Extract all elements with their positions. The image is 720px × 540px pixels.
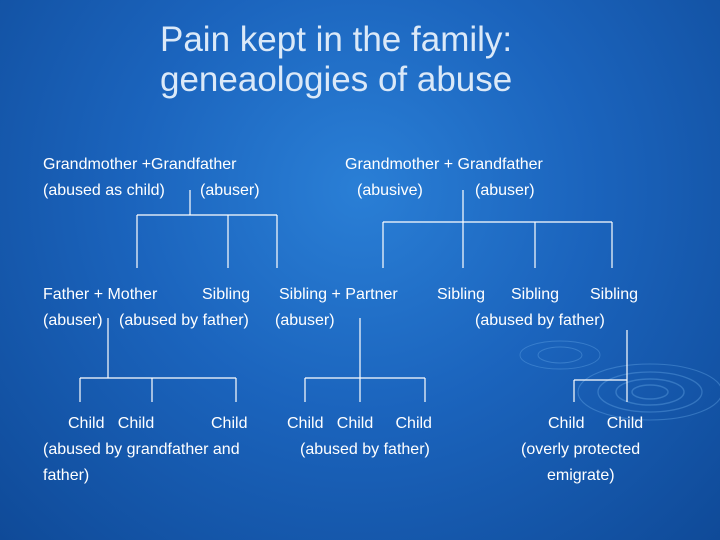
group1-note-line-1: (abused by grandfather and bbox=[43, 441, 240, 458]
slide-title: Pain kept in the family: geneaologies of… bbox=[160, 20, 680, 100]
group1-note-line-2: father) bbox=[43, 467, 90, 484]
sibling-a-role: (abused by father) bbox=[119, 312, 249, 329]
father-mother-names: Father + Mother bbox=[43, 286, 158, 303]
title-line-1: Pain kept in the family: bbox=[160, 20, 513, 59]
left-grandfather-role: (abuser) bbox=[200, 182, 260, 199]
right-grandfather-role: (abuser) bbox=[475, 182, 535, 199]
sibling-b-name: Sibling bbox=[437, 286, 486, 303]
group1-child-3-name: Child bbox=[211, 415, 248, 432]
sibling-a-name: Sibling bbox=[202, 286, 251, 303]
sibling-partner-role: (abuser) bbox=[275, 312, 335, 329]
group3-children-names: Child Child bbox=[548, 415, 644, 432]
group2-children-names: Child Child Child bbox=[287, 415, 432, 432]
group2-note: (abused by father) bbox=[300, 441, 430, 458]
right-grandparents-names: Grandmother + Grandfather bbox=[345, 156, 543, 173]
left-grandparents-names: Grandmother +Grandfather bbox=[43, 156, 237, 173]
sibling-c-name: Sibling bbox=[511, 286, 560, 303]
sibling-partner-names: Sibling + Partner bbox=[279, 286, 398, 303]
group1-children-names: Child Child bbox=[68, 415, 155, 432]
right-grandmother-role: (abusive) bbox=[357, 182, 423, 199]
title-line-2: geneaologies of abuse bbox=[160, 60, 513, 99]
left-grandmother-role: (abused as child) bbox=[43, 182, 165, 199]
group3-note-line-1: (overly protected bbox=[521, 441, 641, 458]
right-siblings-role: (abused by father) bbox=[475, 312, 605, 329]
sibling-d-name: Sibling bbox=[590, 286, 639, 303]
father-role: (abuser) bbox=[43, 312, 103, 329]
group3-note-line-2: emigrate) bbox=[547, 467, 615, 484]
